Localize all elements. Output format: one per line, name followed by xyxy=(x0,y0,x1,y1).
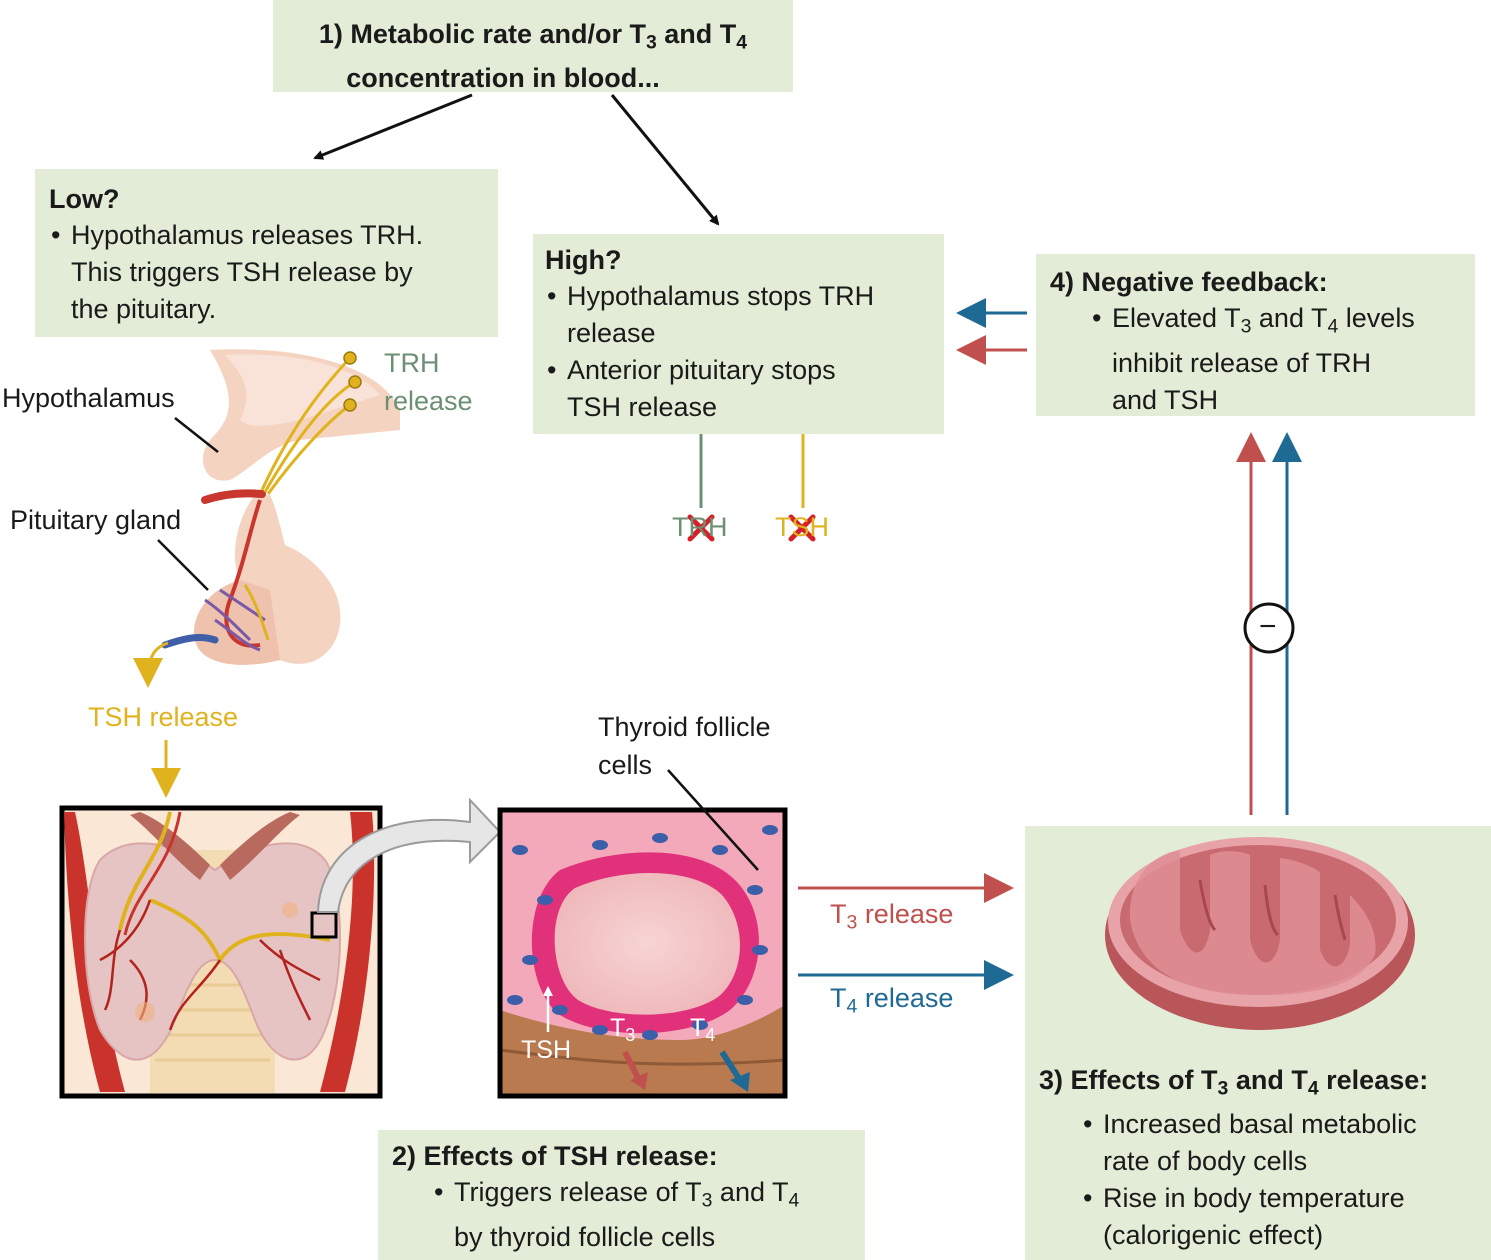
t4-inset-arrow xyxy=(719,1050,743,1082)
arrow-to-high xyxy=(610,94,720,226)
feedback-heading: 4) Negative feedback: xyxy=(1050,267,1328,297)
low-box: Low? Hypothalamus releases TRH.This trig… xyxy=(35,169,498,337)
low-bullet: Hypothalamus releases TRH.This triggers … xyxy=(49,217,488,328)
follicle-pointer xyxy=(667,769,759,871)
tsh-curve-arrow xyxy=(133,641,169,688)
step3-box: 3) Effects of T3 and T4 release: Increas… xyxy=(1025,826,1491,1260)
t3-inset-label: T3 xyxy=(610,1014,636,1046)
step1-heading: 1) Metabolic rate and/or T3 and T4 xyxy=(318,19,748,54)
high-heading: High? xyxy=(545,245,622,275)
t4-release-label: T4 release xyxy=(830,983,954,1018)
arrow-to-low xyxy=(313,93,473,160)
pituitary-pointer xyxy=(157,539,209,591)
tsh-blocked-x-icon xyxy=(788,514,816,542)
t4-inset-label: T4 xyxy=(690,1014,716,1046)
t4-inset-arrowhead xyxy=(730,1072,750,1092)
step2-heading: 2) Effects of TSH release: xyxy=(392,1141,718,1171)
hypothalamus-pointer xyxy=(174,417,219,453)
feedback-box: 4) Negative feedback: Elevated T3 and T4… xyxy=(1036,254,1475,416)
step3-heading: 3) Effects of T3 and T4 release: xyxy=(1039,1065,1429,1100)
tsh-inset-label: TSH xyxy=(521,1036,571,1064)
tsh-inset-arrowhead xyxy=(543,986,553,996)
minus-symbol: − xyxy=(1259,610,1277,643)
t3-inset-arrowhead xyxy=(630,1072,648,1090)
tsh-blocked-label: TSH xyxy=(775,512,829,542)
trh-blocked-x-icon xyxy=(687,514,715,542)
pituitary-label: Pituitary gland xyxy=(10,505,182,535)
step2-box: 2) Effects of TSH release: Triggers rele… xyxy=(378,1130,865,1260)
low-heading: Low? xyxy=(49,184,120,214)
step1-box: 1) Metabolic rate and/or T3 and T4 conce… xyxy=(273,0,793,93)
thyroid-follicle-inset xyxy=(497,807,788,1099)
hypothalamus-label: Hypothalamus xyxy=(2,383,175,413)
trh-blocked-label: TRH xyxy=(672,512,728,542)
t3-release-label: T3 release xyxy=(830,899,954,934)
tsh-release-label: TSH release xyxy=(88,702,239,732)
step3-bullet-2: Rise in body temperature(calorigenic eff… xyxy=(1081,1180,1481,1254)
hypothalamus-pituitary-illustration xyxy=(161,349,400,665)
thyroid-gland-illustration xyxy=(59,805,383,1099)
step1-heading-line2: concentration in blood... xyxy=(346,63,660,94)
minus-circle-icon xyxy=(1243,602,1295,654)
